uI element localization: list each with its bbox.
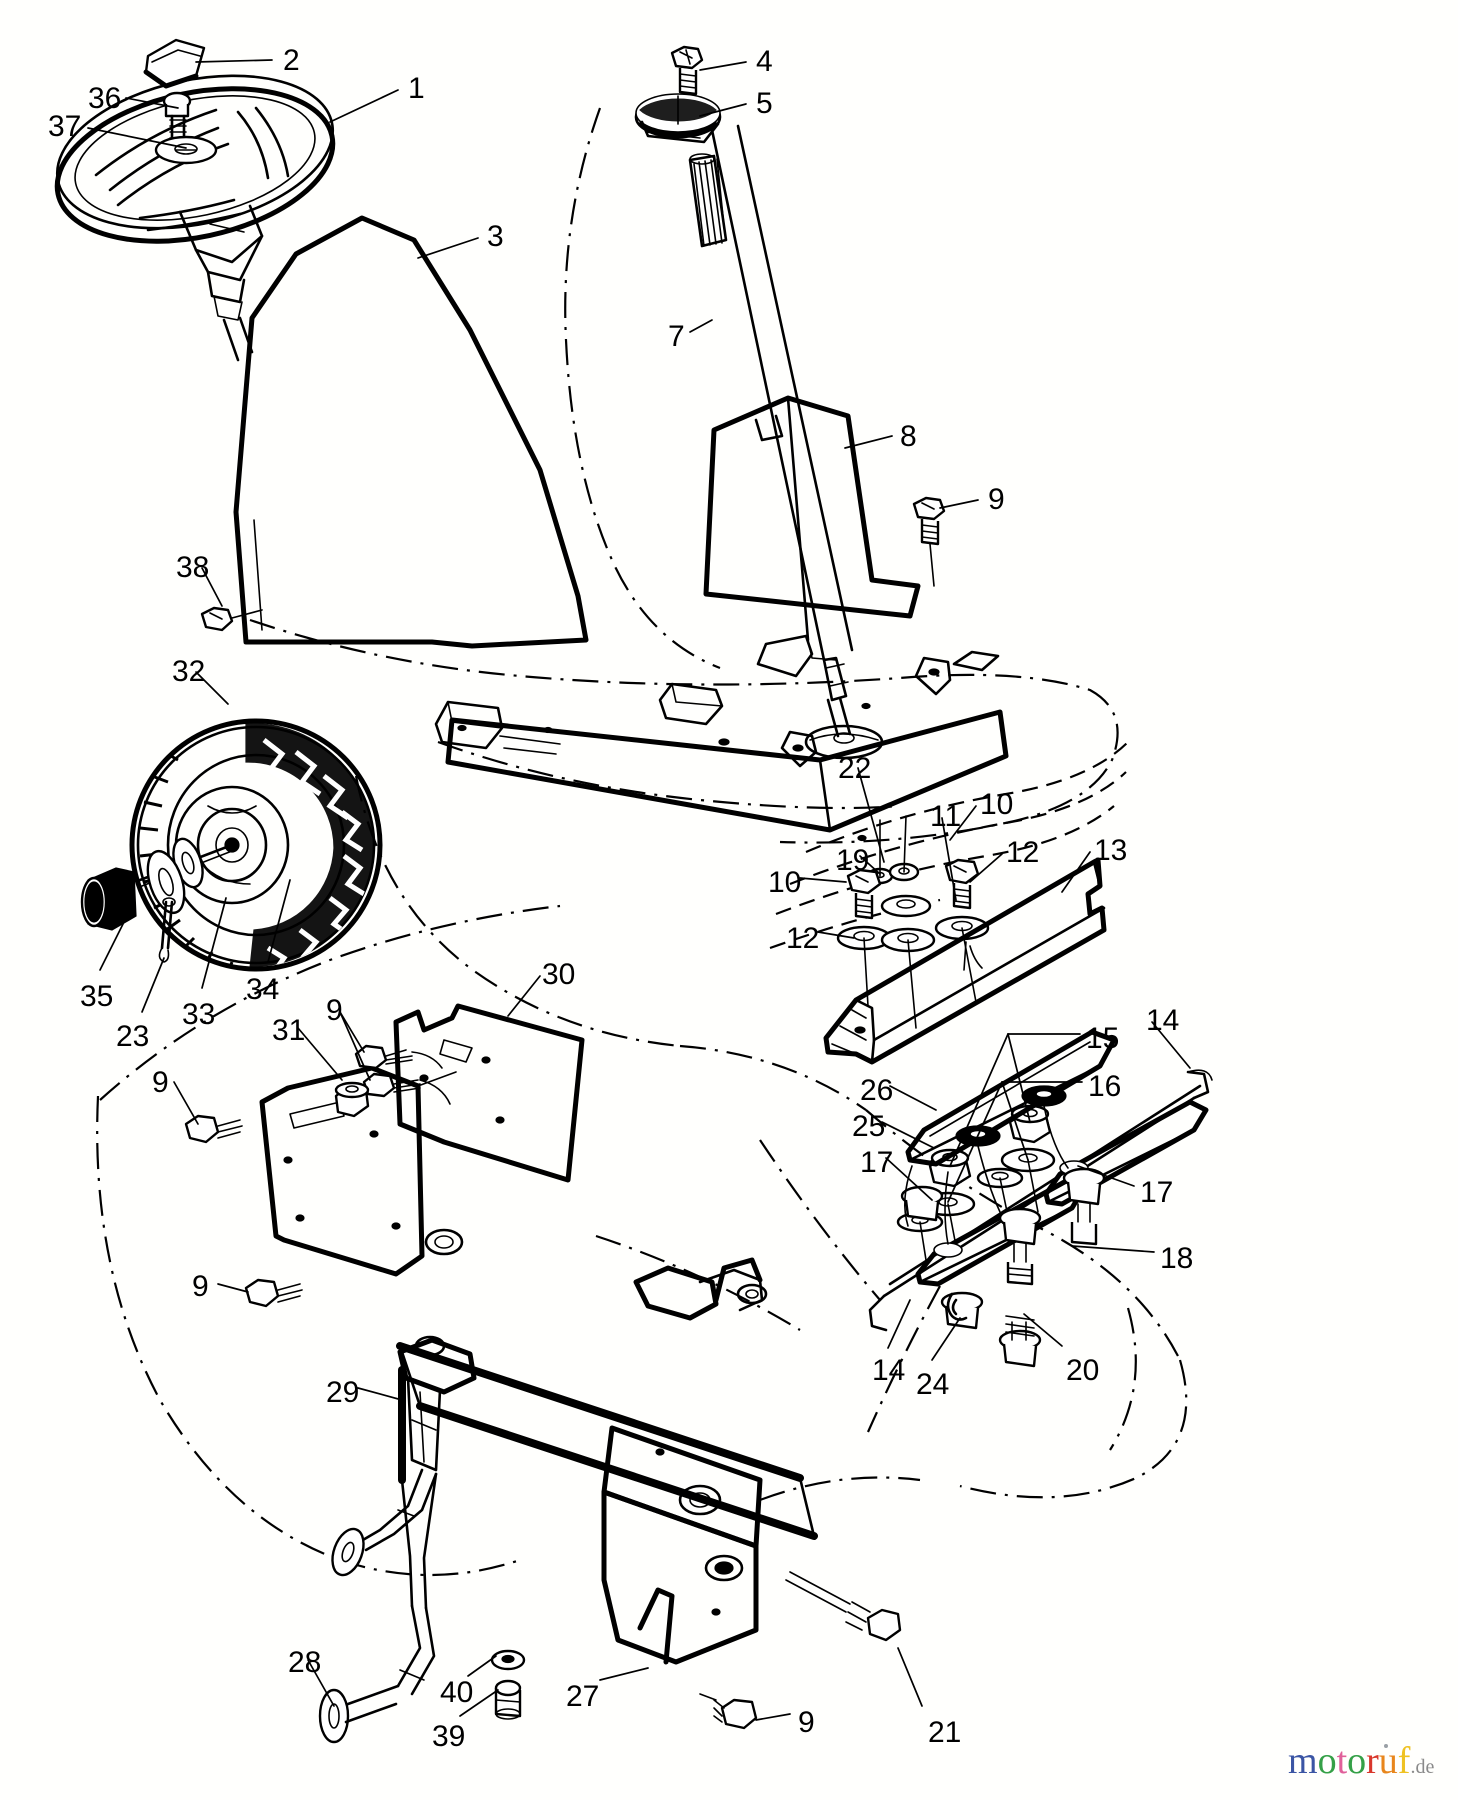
callout-25: 25	[852, 1110, 886, 1143]
callout-12-b: 12	[786, 922, 820, 955]
callout-19: 19	[836, 844, 870, 877]
callout-33: 33	[182, 998, 216, 1031]
callout-9-e: 9	[798, 1706, 815, 1739]
callout-26: 26	[860, 1074, 894, 1107]
callout-38: 38	[176, 551, 210, 584]
callout-9-d: 9	[192, 1270, 209, 1303]
callout-27: 27	[566, 1680, 600, 1713]
callout-1: 1	[408, 72, 425, 105]
callout-29: 29	[326, 1376, 360, 1409]
steering-column-bolt	[670, 45, 704, 96]
rail-27	[601, 1489, 759, 1665]
callout-22: 22	[838, 752, 872, 785]
wm-letter-r: r	[1366, 1740, 1379, 1782]
callout-39: 39	[432, 1720, 466, 1753]
bolt-20-bottom	[998, 1315, 1042, 1368]
bolt-9-top	[912, 496, 946, 587]
callout-40: 40	[440, 1676, 474, 1709]
front-axle-channel	[823, 857, 1107, 1065]
callout-13: 13	[1094, 834, 1128, 867]
callout-2: 2	[283, 44, 300, 77]
motoruf-watermark: motoruf.de	[1288, 1742, 1434, 1780]
callout-11: 11	[930, 800, 962, 833]
callout-9-b: 9	[326, 994, 343, 1027]
bolt-21	[785, 1571, 902, 1642]
callout-12-a: 12	[1006, 836, 1040, 869]
wm-letter-m: m	[1288, 1740, 1318, 1782]
chassis-deck	[434, 650, 1009, 842]
battery-tray-plate-30	[393, 1003, 585, 1183]
bolt-9-left	[184, 1114, 243, 1144]
phantom-fender-outline	[769, 741, 1129, 950]
callout-17-a: 17	[1140, 1176, 1174, 1209]
steering-support-bracket	[703, 395, 921, 678]
callout-36: 36	[88, 82, 122, 115]
steering-link-plates	[904, 1099, 1209, 1368]
callout-15: 15	[1086, 1022, 1120, 1055]
callout-10-b: 10	[768, 866, 802, 899]
callout-9: 9	[988, 483, 1005, 516]
callout-28: 28	[288, 1646, 322, 1679]
wm-letter-o2: o	[1347, 1740, 1367, 1782]
battery-tray-plate-main	[259, 1065, 464, 1277]
callout-24: 24	[916, 1368, 950, 1401]
callout-16: 16	[1088, 1070, 1122, 1103]
callout-14-a: 14	[1146, 1004, 1180, 1037]
wm-suffix: .de	[1410, 1756, 1435, 1778]
bolt-9-left2	[244, 1278, 303, 1308]
axle-hardware-stack	[836, 815, 990, 1029]
callout-30: 30	[542, 958, 576, 991]
wm-letter-u: u	[1378, 1740, 1398, 1782]
callout-21: 21	[928, 1716, 962, 1749]
wm-letter-t: t	[1336, 1740, 1348, 1782]
cotter-pin	[158, 897, 176, 963]
bolt-18-a	[998, 1207, 1042, 1286]
retaining-clip-20	[946, 1292, 968, 1321]
callout-10-a: 10	[980, 788, 1014, 821]
leader-lines	[87, 59, 1191, 1721]
wm-letter-o1: o	[1317, 1740, 1337, 1782]
callout-23: 23	[116, 1020, 150, 1053]
bolt-9-plate-b	[362, 1072, 451, 1105]
phantom-body-outline	[96, 107, 1188, 1577]
bolt-18-b	[1062, 1167, 1106, 1246]
steering-wheel-washer	[154, 135, 218, 165]
callout-37: 37	[48, 110, 82, 143]
nut-31	[334, 1081, 370, 1118]
steering-wheel-cap	[143, 38, 206, 89]
callout-5: 5	[756, 87, 773, 120]
callout-35: 35	[80, 980, 114, 1013]
callout-31: 31	[272, 1014, 306, 1047]
callout-18: 18	[1160, 1242, 1194, 1275]
steering-shaft	[688, 124, 855, 744]
callout-14-b: 14	[872, 1354, 906, 1387]
bolt-9-bottom	[699, 1693, 758, 1730]
axle-pivot-hardware	[896, 1029, 1117, 1261]
dash-panel	[233, 215, 589, 649]
wm-dot-icon	[1384, 1744, 1389, 1748]
lower-frame-rails	[318, 1257, 902, 1744]
steering-column-bushing	[634, 93, 722, 144]
callout-17-b: 17	[860, 1146, 894, 1179]
bolt-38	[200, 606, 263, 632]
callout-4: 4	[756, 45, 773, 78]
front-wheel-assembly	[80, 718, 383, 972]
callout-9-c: 9	[152, 1066, 169, 1099]
callout-20: 20	[1066, 1354, 1100, 1387]
wm-letter-f: f	[1397, 1740, 1411, 1782]
callout-34: 34	[246, 973, 280, 1006]
callout-32: 32	[172, 655, 206, 688]
callout-8: 8	[900, 420, 917, 453]
callout-7: 7	[668, 320, 685, 353]
callout-3: 3	[487, 220, 504, 253]
